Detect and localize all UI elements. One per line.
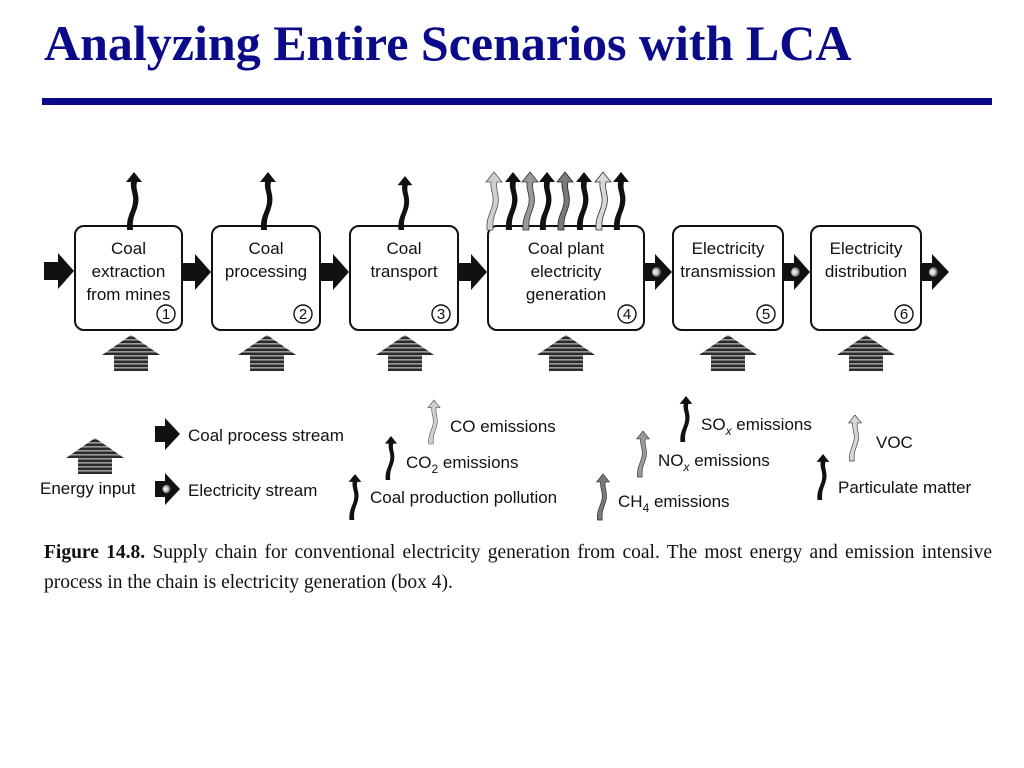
- legend-coal-pollution-label: Coal production pollution: [370, 488, 557, 507]
- legend-co2-rest: emissions: [438, 453, 518, 472]
- coal-stream-arrow-2-3: [321, 254, 349, 290]
- electricity-output-arrow: [922, 254, 949, 290]
- legend-energy-input-icon: [66, 438, 124, 474]
- legend-nox-sub: x: [683, 460, 691, 474]
- box-2-number: 2: [299, 306, 307, 323]
- legend-nox-icon: [636, 430, 650, 478]
- box-4-ch4-arrow: [556, 171, 574, 231]
- box-4-nox-arrow: [521, 171, 539, 231]
- box-4-particulate-arrow: [613, 172, 629, 230]
- box-6-energy-input: [837, 335, 895, 371]
- box-4-line-1: Coal plant: [528, 239, 605, 258]
- figure-caption: Figure 14.8. Supply chain for convention…: [44, 538, 992, 598]
- box-1-energy-input: [102, 335, 160, 371]
- legend-sox-main: SO: [701, 415, 726, 434]
- box-1-line-3: from mines: [86, 285, 170, 304]
- process-box-3: Coal transport 3: [349, 225, 459, 331]
- box-6-line-2: distribution: [825, 262, 907, 281]
- legend-sox-label: SOx emissions: [701, 415, 812, 438]
- box-4-energy-input: [537, 335, 595, 371]
- box-5-line-1: Electricity: [692, 239, 765, 258]
- title-underline: [42, 98, 992, 105]
- box-4-line-2: electricity: [531, 262, 602, 281]
- box-4-number: 4: [623, 306, 631, 323]
- legend-particulate-label: Particulate matter: [838, 478, 972, 497]
- legend-electricity-stream-label: Electricity stream: [188, 481, 317, 500]
- box-3-emission-arrow: [397, 176, 413, 230]
- box-5-number: 5: [762, 306, 770, 323]
- legend-co-icon: [427, 399, 441, 445]
- legend-particulate-icon: [816, 454, 830, 500]
- legend-nox-rest: emissions: [690, 451, 770, 470]
- process-box-4: Coal plant electricity generation 4: [487, 225, 645, 331]
- legend-coal-stream-label: Coal process stream: [188, 426, 344, 445]
- legend-voc-label: VOC: [876, 433, 913, 452]
- process-box-6: Electricity distribution 6: [810, 225, 922, 331]
- box-2-emission-arrow: [260, 172, 276, 230]
- slide-title: Analyzing Entire Scenarios with LCA: [44, 15, 852, 71]
- box-2-line-2: processing: [225, 262, 307, 281]
- box-2-line-1: Coal: [249, 239, 284, 258]
- process-box-2: Coal processing 2: [211, 225, 321, 331]
- legend-nox-label: NOx emissions: [658, 451, 770, 474]
- legend-co2-sub: 2: [432, 462, 439, 476]
- box-1-number: 1: [162, 306, 170, 323]
- legend-coal-pollution-icon: [348, 474, 362, 520]
- box-5-energy-input: [699, 335, 757, 371]
- box-5-line-2: transmission: [680, 262, 775, 281]
- box-6-line-1: Electricity: [830, 239, 903, 258]
- legend-sox-icon: [679, 396, 693, 442]
- box-3-line-1: Coal: [387, 239, 422, 258]
- coal-input-arrow: [44, 253, 74, 289]
- legend-co2-label: CO2 emissions: [406, 453, 519, 476]
- legend-energy-input-label: Energy input: [40, 479, 136, 498]
- box-1-line-2: extraction: [92, 262, 166, 281]
- figure-caption-label: Figure 14.8.: [44, 542, 146, 563]
- legend-ch4-label: CH4 emissions: [618, 492, 730, 515]
- legend-ch4-icon: [596, 473, 610, 521]
- legend-voc-icon: [848, 414, 862, 462]
- legend-coal-stream-icon: [155, 418, 180, 450]
- legend-ch4-main: CH: [618, 492, 643, 511]
- box-4-voc-arrow: [594, 171, 612, 231]
- legend-sox-rest: emissions: [732, 415, 812, 434]
- box-2-energy-input: [238, 335, 296, 371]
- box-1-emission-arrow: [126, 172, 142, 230]
- box-1-line-1: Coal: [111, 239, 146, 258]
- legend-co2-main: CO: [406, 453, 432, 472]
- box-4-co2-arrow: [505, 172, 521, 230]
- legend-ch4-rest: emissions: [649, 492, 729, 511]
- process-box-5: Electricity transmission 5: [672, 225, 784, 331]
- box-4-sox-arrow: [576, 172, 592, 230]
- electricity-stream-arrow-4-5: [645, 254, 672, 290]
- legend-co-label: CO emissions: [450, 417, 556, 436]
- legend-electricity-stream-icon: [155, 473, 180, 505]
- box-4-emission-arrows: [485, 171, 629, 231]
- box-3-number: 3: [437, 306, 445, 323]
- coal-stream-arrow-3-4: [459, 254, 487, 290]
- box-4-coal-pollution-arrow: [539, 172, 555, 230]
- box-4-co-arrow: [485, 171, 503, 231]
- box-3-energy-input: [376, 335, 434, 371]
- box-4-line-3: generation: [526, 285, 606, 304]
- legend-sox-sub: x: [725, 424, 733, 438]
- box-6-number: 6: [900, 306, 908, 323]
- supply-chain-diagram: Coal extraction from mines 1 Coal proces…: [40, 171, 972, 521]
- box-3-line-2: transport: [370, 262, 437, 281]
- coal-stream-arrow-1-2: [183, 254, 211, 290]
- process-box-1: Coal extraction from mines 1: [74, 225, 183, 331]
- legend: Energy input Coal process stream Electri…: [40, 396, 972, 521]
- figure-caption-text: Supply chain for conventional electricit…: [44, 542, 993, 593]
- legend-ch4-sub: 4: [643, 501, 650, 515]
- electricity-stream-arrow-5-6: [784, 254, 810, 290]
- legend-co2-icon: [384, 436, 398, 480]
- legend-nox-main: NO: [658, 451, 684, 470]
